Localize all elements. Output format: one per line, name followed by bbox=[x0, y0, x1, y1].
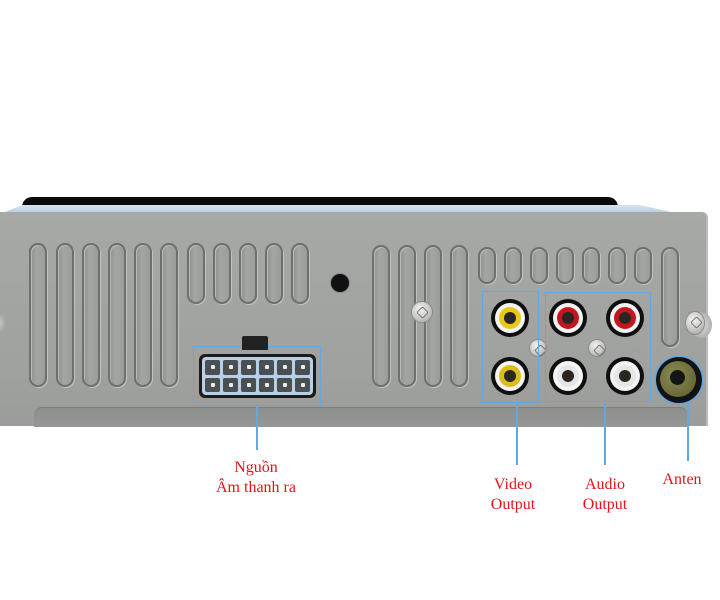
connector-pin bbox=[241, 360, 256, 375]
audio-label-line2: Output bbox=[582, 496, 628, 513]
vent-slot bbox=[239, 243, 257, 304]
antenna-label-line1: Anten bbox=[662, 471, 702, 488]
antenna-callout-line bbox=[687, 403, 689, 461]
vent-slot bbox=[450, 245, 468, 387]
audio-jack-red-left bbox=[549, 299, 587, 337]
audio-output-callout-box bbox=[545, 292, 651, 402]
video-output-callout-box bbox=[482, 291, 539, 403]
power-label-line2: Âm thanh ra bbox=[216, 479, 296, 496]
vent-slot bbox=[291, 243, 309, 304]
vent-slot bbox=[82, 243, 100, 387]
connector-pin bbox=[295, 360, 310, 375]
connector-pin bbox=[223, 360, 238, 375]
vent-slot bbox=[608, 247, 626, 284]
power-label-line1: Nguồn bbox=[234, 459, 278, 476]
audio-label-line1: Audio bbox=[585, 476, 625, 493]
connector-pin bbox=[277, 377, 292, 392]
vent-slot bbox=[160, 243, 178, 387]
video-label-line1: Video bbox=[493, 476, 533, 493]
video-jack-top bbox=[491, 299, 529, 337]
audio-jack-white-left bbox=[549, 357, 587, 395]
top-lip-right bbox=[300, 197, 618, 207]
connector-pin bbox=[223, 377, 238, 392]
vent-slot bbox=[187, 243, 205, 304]
screw-icon bbox=[412, 302, 432, 322]
screw-icon bbox=[686, 312, 704, 334]
screw-icon bbox=[589, 340, 605, 356]
video-jack-bottom bbox=[491, 357, 529, 395]
connector-pin bbox=[259, 377, 274, 392]
vent-slot bbox=[582, 247, 600, 284]
audio-jack-red-right bbox=[606, 299, 644, 337]
vent-slot bbox=[504, 247, 522, 284]
audio-output-label: Audio Output bbox=[572, 475, 638, 515]
video-label-line2: Output bbox=[490, 496, 536, 513]
antenna-jack bbox=[656, 357, 702, 403]
connector-pin bbox=[295, 377, 310, 392]
top-lip-trim bbox=[0, 205, 680, 214]
antenna-label: Anten bbox=[652, 470, 712, 490]
left-mount-tab bbox=[0, 312, 6, 334]
vent-slot bbox=[134, 243, 152, 387]
vent-slot bbox=[661, 247, 679, 347]
video-output-label: Video Output bbox=[480, 475, 546, 515]
vent-slot bbox=[265, 243, 283, 304]
vent-slot bbox=[29, 243, 47, 387]
vent-slot bbox=[530, 247, 548, 284]
top-lip-left bbox=[22, 197, 312, 207]
connector-pin bbox=[205, 360, 220, 375]
vent-slot bbox=[478, 247, 496, 284]
connector-pin bbox=[205, 377, 220, 392]
mounting-hole bbox=[331, 274, 349, 292]
power-connector bbox=[199, 354, 316, 398]
audio-jack-white-right bbox=[606, 357, 644, 395]
power-connector-key bbox=[242, 336, 268, 350]
audio-callout-line bbox=[604, 402, 606, 465]
connector-pin bbox=[241, 377, 256, 392]
connector-pin bbox=[259, 360, 274, 375]
vent-slot bbox=[213, 243, 231, 304]
connector-pin-grid bbox=[202, 357, 313, 395]
power-label: Nguồn Âm thanh ra bbox=[206, 458, 306, 498]
connector-pin bbox=[277, 360, 292, 375]
vent-slot bbox=[372, 245, 390, 387]
bottom-ledge bbox=[34, 407, 688, 427]
vent-slot bbox=[56, 243, 74, 387]
power-callout-line bbox=[256, 406, 258, 450]
vent-slot bbox=[108, 243, 126, 387]
vent-slot bbox=[634, 247, 652, 284]
video-callout-line bbox=[516, 403, 518, 465]
vent-slot bbox=[556, 247, 574, 284]
